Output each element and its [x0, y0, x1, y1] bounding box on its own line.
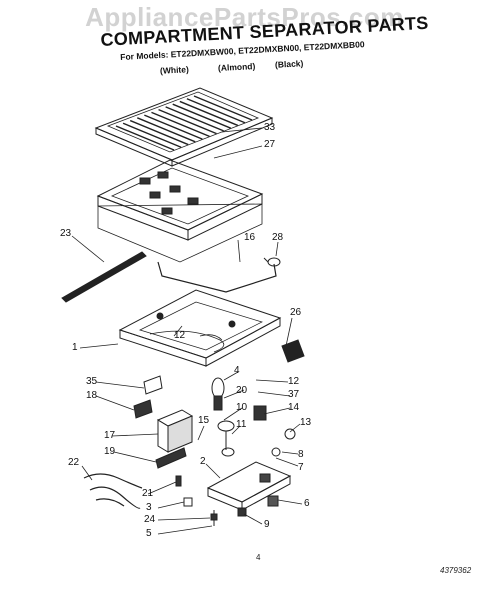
housing-bracket-part: [206, 461, 292, 511]
part-number-2: 2: [200, 456, 206, 467]
part-number-20: 20: [236, 385, 248, 396]
part-number-5: 5: [146, 528, 152, 539]
document-number: 4379362: [440, 566, 472, 575]
part-number-15: 15: [198, 415, 210, 426]
part-number-19: 19: [104, 446, 116, 457]
part-number-10: 10: [236, 402, 248, 413]
part-number-12-lower: 12: [288, 376, 300, 387]
watermark: AppliancePartsPros.com: [85, 2, 404, 32]
part-number-11: 11: [236, 419, 247, 430]
grille-cover-part: [94, 87, 274, 167]
separator-strip-part: [61, 251, 147, 303]
part-number-7: 7: [298, 462, 304, 473]
part-number-13: 13: [300, 417, 312, 428]
part-number-33: 33: [264, 122, 276, 133]
part-number-37: 37: [288, 389, 300, 400]
wire-harness-part: [83, 473, 143, 509]
flap-part: [281, 339, 305, 363]
part-number-23: 23: [60, 228, 72, 239]
part-number-18: 18: [86, 390, 98, 401]
damper-block-part: [156, 409, 194, 453]
tray-frame-part: [96, 159, 264, 263]
page-number: 4: [256, 553, 261, 562]
part-number-28: 28: [272, 232, 284, 243]
control-components: [211, 377, 296, 457]
part-number-22: 22: [68, 457, 80, 468]
part-number-9: 9: [264, 519, 270, 530]
part-number-8: 8: [298, 449, 304, 460]
part-number-21: 21: [142, 488, 154, 499]
leader-lines: [71, 127, 303, 535]
separator-base-part: [118, 289, 282, 367]
bar-part: [155, 447, 187, 469]
part-number-4: 4: [234, 365, 240, 376]
part-number-1: 1: [72, 342, 78, 353]
part-number-35: 35: [86, 376, 98, 387]
part-number-12-upper: 12: [174, 330, 186, 341]
grille-slats: [115, 95, 253, 151]
clip-parts: [133, 375, 163, 419]
part-number-6: 6: [304, 498, 310, 509]
part-number-26: 26: [290, 307, 302, 318]
fastener-parts: [175, 475, 279, 526]
part-number-24: 24: [144, 514, 156, 525]
part-number-16: 16: [244, 232, 256, 243]
part-number-27: 27: [264, 139, 276, 150]
part-number-14: 14: [288, 402, 300, 413]
part-number-3: 3: [146, 502, 152, 513]
wire-loop-part: [157, 261, 277, 293]
part-number-17: 17: [104, 430, 116, 441]
connector-part: [263, 257, 281, 267]
